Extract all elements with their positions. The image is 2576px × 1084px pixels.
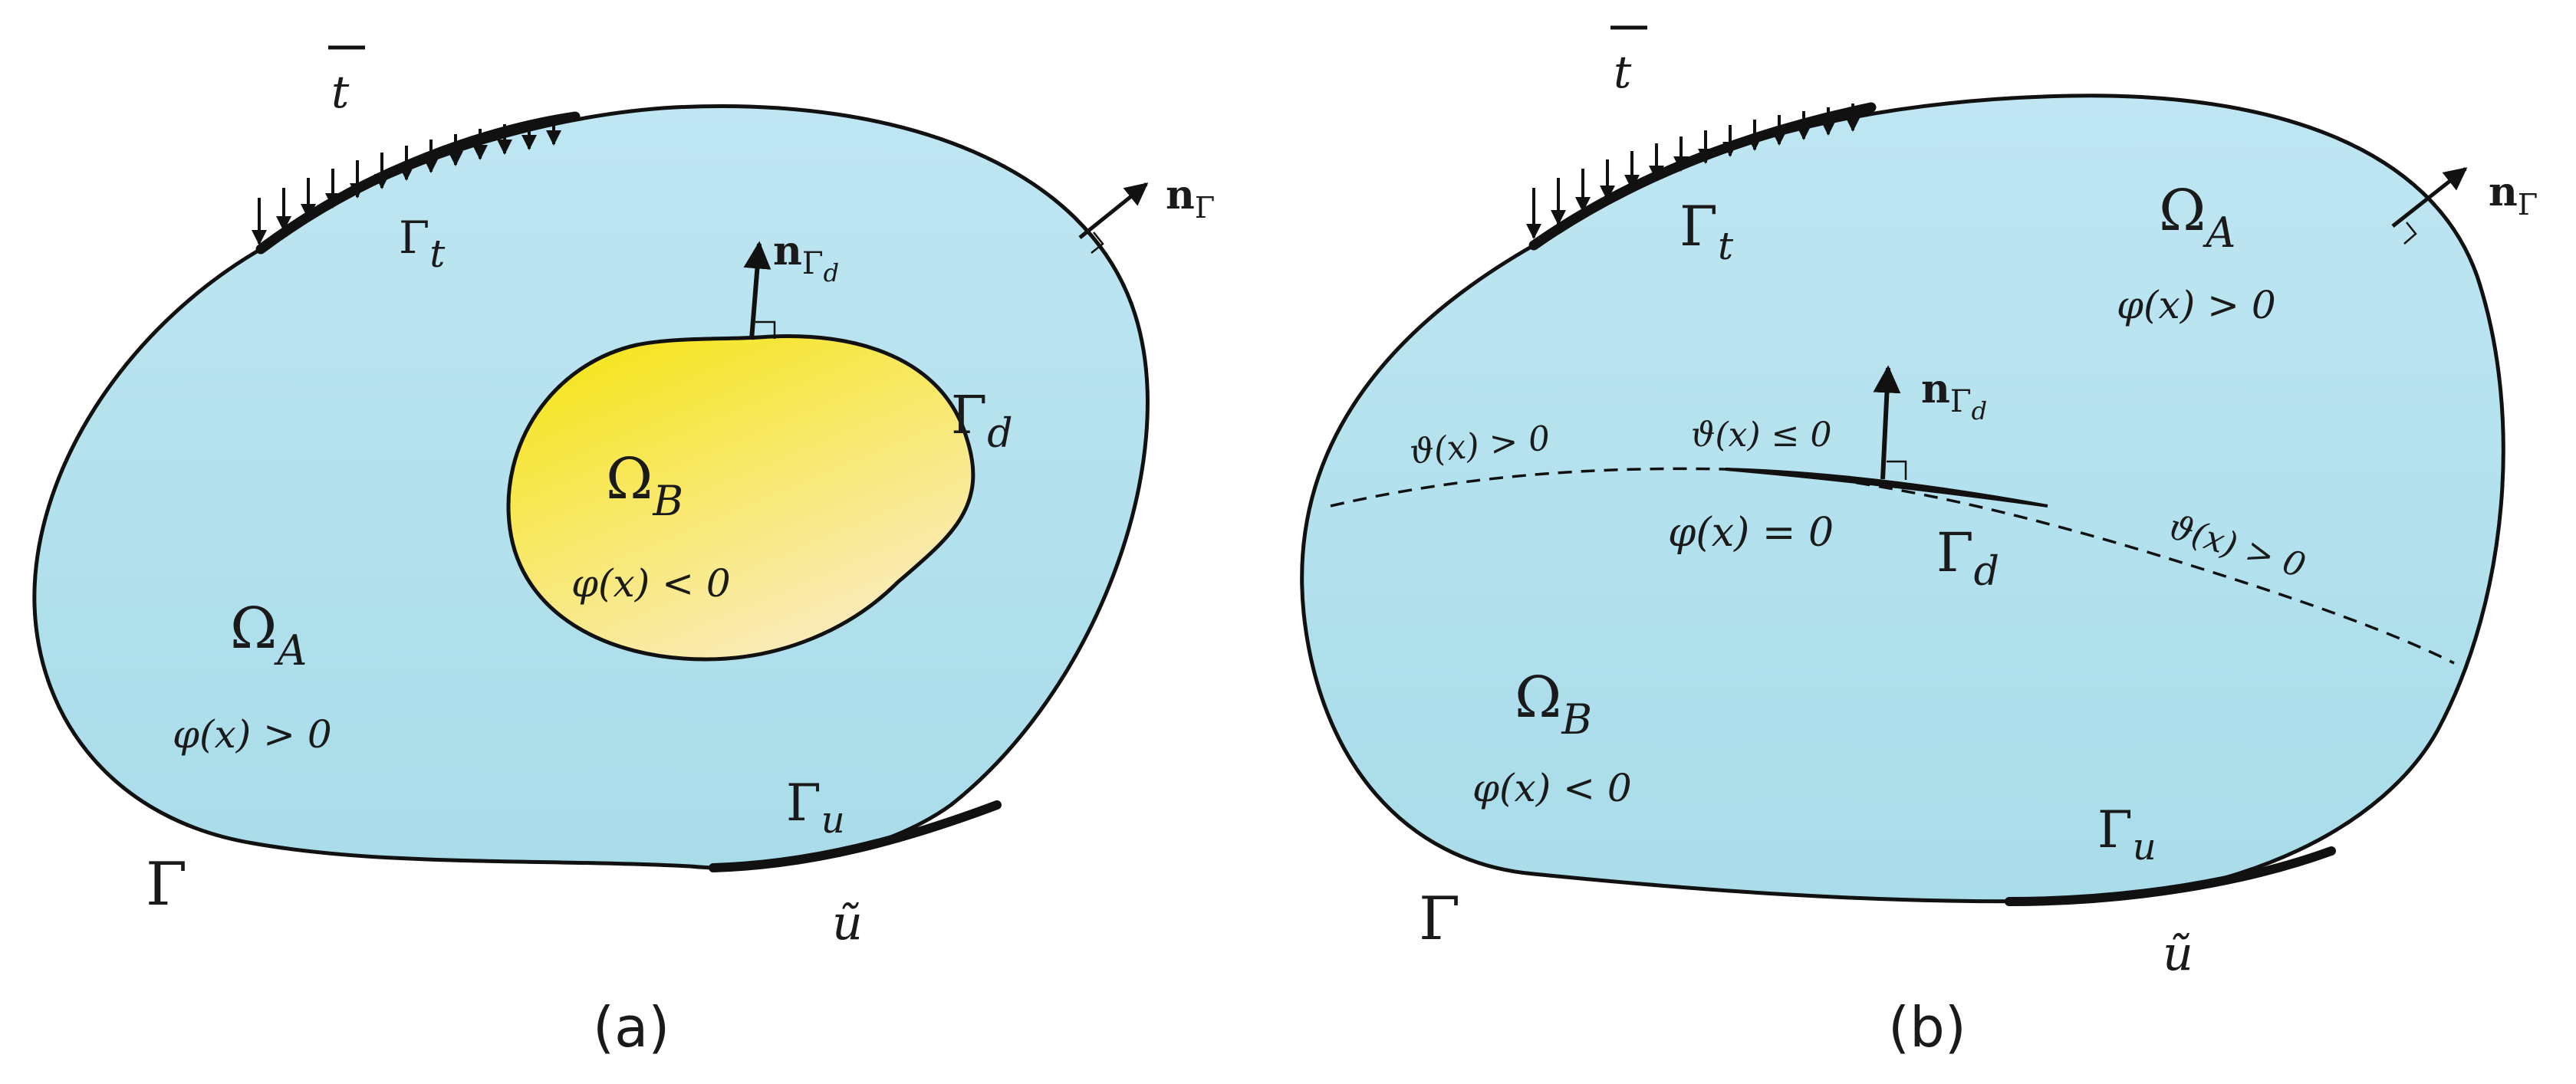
right-angle-mark-b	[2403, 222, 2417, 245]
inclusion-a	[506, 334, 975, 662]
phi-a-label-a: φ(x) > 0	[173, 712, 332, 757]
gamma-u-label-a: Γu	[786, 774, 845, 842]
phi-b-label-a: φ(x) < 0	[571, 561, 731, 606]
caption-a: (a)	[593, 995, 669, 1059]
omega-a-label-b: ΩA	[2159, 178, 2235, 257]
normal-arrow-gamma-b	[2391, 167, 2468, 228]
caption-b: (b)	[1888, 995, 1966, 1059]
panel-b: t Γt nΓ ΩA φ(x) > 0 nΓd ϑ(x) > 0 ϑ(x) ≤ …	[1300, 25, 2538, 1059]
t-bar-label-b: t	[1610, 25, 1647, 98]
gamma-d-label-a: Γd	[951, 386, 1012, 457]
phi-zero-label-b: φ(x) = 0	[1668, 510, 1834, 556]
n-gamma-label-a: nΓ	[1166, 172, 1215, 225]
normal-arrow-gamma-d-b	[1873, 365, 1901, 480]
crack-gamma-d-b	[1725, 468, 2048, 508]
displacement-boundary-a	[709, 800, 1002, 872]
t-bar-label-a: t	[328, 45, 365, 118]
displacement-boundary-b	[2005, 846, 2336, 906]
gamma-t-label-b: Γt	[1679, 194, 1734, 268]
gamma-u-label-b: Γu	[2097, 800, 2157, 869]
traction-arrows-a	[252, 117, 561, 245]
u-tilde-label-a: ũ	[832, 895, 863, 951]
gamma-label-a: Γ	[146, 850, 187, 919]
n-gamma-label-b: nΓ	[2489, 169, 2538, 222]
normal-arrow-gamma-a	[1078, 182, 1149, 239]
normal-arrow-gamma-d-a	[743, 241, 771, 340]
svg-text:t: t	[331, 66, 350, 118]
svg-text:t: t	[1614, 46, 1632, 98]
level-set-curve-b	[1330, 467, 2455, 665]
gamma-d-label-b: Γd	[1936, 521, 1999, 595]
theta-crack-label-b: ϑ(x) ≤ 0	[1691, 416, 1831, 455]
domain-boundary-b	[1300, 94, 2505, 904]
right-angle-mark-crack-b	[1887, 460, 1907, 480]
gamma-label-b: Γ	[1419, 885, 1460, 954]
omega-b-label-b: ΩB	[1515, 665, 1592, 744]
panel-a: t Γt nΓ nΓd Γd ΩB φ(x) < 0 ΩA φ(x) > 0 Γ…	[32, 45, 1215, 1059]
omega-a-label-a: ΩA	[230, 596, 307, 675]
traction-arrows-b	[1526, 103, 1860, 239]
gamma-t-label-a: Γt	[399, 212, 446, 276]
right-angle-mark-a	[1091, 232, 1104, 254]
phi-b-label-b: φ(x) < 0	[1472, 766, 1632, 810]
n-gamma-d-label-b: nΓd	[1921, 366, 1987, 425]
omega-b-label-a: ΩB	[606, 446, 683, 525]
right-angle-mark-inclusion-a	[755, 320, 776, 339]
phi-a-label-b: φ(x) > 0	[2117, 283, 2276, 327]
u-tilde-label-b: ũ	[2163, 925, 2193, 981]
n-gamma-d-label-a: nΓd	[773, 228, 839, 287]
